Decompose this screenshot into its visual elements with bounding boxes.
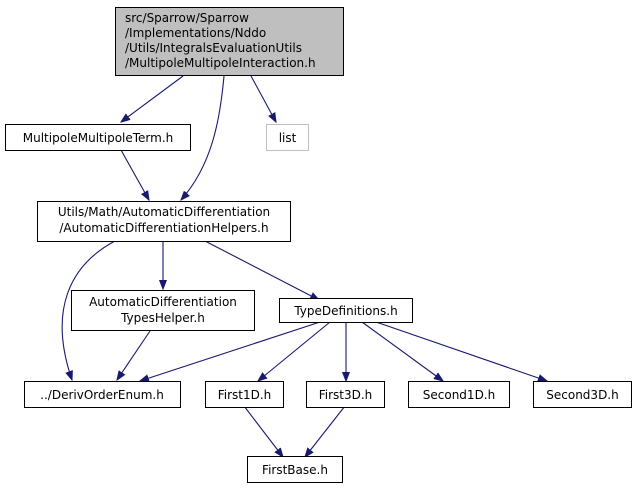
node-label: TypeDefinitions.h bbox=[293, 304, 397, 318]
node-label-line: TypesHelper.h bbox=[120, 311, 205, 325]
node-deriv-order-enum[interactable]: ../DerivOrderEnum.h bbox=[24, 381, 181, 408]
edge-first3d-to-firstbase bbox=[305, 405, 346, 457]
edge-autodiff-to-typedefs bbox=[204, 240, 319, 300]
edge-root-to-autodiff bbox=[181, 75, 225, 200]
node-label: ../DerivOrderEnum.h bbox=[40, 388, 164, 402]
node-first-base[interactable]: FirstBase.h bbox=[247, 456, 343, 483]
edge-typedefs-to-second1d bbox=[361, 321, 443, 381]
node-type-definitions[interactable]: TypeDefinitions.h bbox=[279, 298, 413, 323]
node-first1d[interactable]: First1D.h bbox=[205, 381, 284, 408]
edge-typeshelper-to-derivorder bbox=[117, 330, 151, 380]
node-label-line: /AutomaticDifferentiationHelpers.h bbox=[59, 221, 268, 235]
edge-typedefs-to-second3d bbox=[375, 321, 547, 381]
node-label-line: /Utils/IntegralsEvaluationUtils bbox=[125, 41, 302, 55]
node-label: list bbox=[279, 131, 297, 145]
edge-mmterm-to-autodiff bbox=[120, 149, 149, 200]
node-label-line: /Implementations/Nddo bbox=[125, 26, 266, 40]
node-first3d[interactable]: First3D.h bbox=[306, 381, 385, 408]
node-label: FirstBase.h bbox=[262, 463, 328, 477]
node-label: First1D.h bbox=[218, 388, 272, 402]
node-label-line: src/Sparrow/Sparrow bbox=[125, 11, 249, 25]
edges bbox=[61, 75, 547, 457]
edge-autodiff-to-derivorder bbox=[61, 240, 116, 380]
node-automatic-differentiation-types-helper[interactable]: AutomaticDifferentiation TypesHelper.h bbox=[71, 290, 255, 331]
edge-typedefs-to-first1d bbox=[258, 321, 331, 381]
edge-root-to-list bbox=[250, 75, 276, 122]
node-label: Second1D.h bbox=[423, 388, 495, 402]
edge-typedefs-to-derivorder bbox=[140, 321, 321, 381]
node-label-line: Utils/Math/AutomaticDifferentiation bbox=[58, 205, 270, 219]
edge-first1d-to-firstbase bbox=[243, 405, 283, 457]
node-automatic-differentiation-helpers[interactable]: Utils/Math/AutomaticDifferentiation /Aut… bbox=[37, 201, 291, 242]
node-label: MultipoleMultipoleTerm.h bbox=[23, 131, 174, 145]
node-label: Second3D.h bbox=[546, 388, 618, 402]
node-second1d[interactable]: Second1D.h bbox=[408, 381, 510, 408]
node-second3d[interactable]: Second3D.h bbox=[533, 381, 632, 408]
node-multipole-multipole-interaction[interactable]: src/Sparrow/Sparrow /Implementations/Ndd… bbox=[115, 7, 344, 76]
node-label-line: AutomaticDifferentiation bbox=[89, 295, 237, 309]
edge-root-to-mmterm bbox=[121, 75, 184, 122]
node-list[interactable]: list bbox=[266, 124, 309, 151]
node-multipole-multipole-term[interactable]: MultipoleMultipoleTerm.h bbox=[5, 124, 191, 151]
node-label-line: /MultipoleMultipoleInteraction.h bbox=[125, 56, 316, 70]
node-label: First3D.h bbox=[319, 388, 373, 402]
